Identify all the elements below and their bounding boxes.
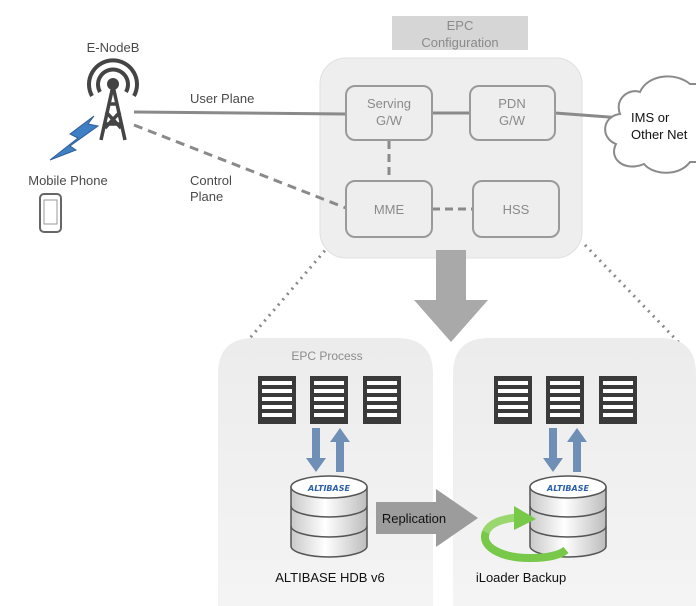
sync-arrows-icon bbox=[306, 428, 350, 472]
epc-process-title: EPC Process bbox=[291, 349, 362, 363]
pdn-label-2: G/W bbox=[499, 113, 526, 128]
pdn-label-1: PDN bbox=[498, 96, 525, 111]
control-plane-link bbox=[133, 123, 347, 210]
altibase-logo-right: ALTIBASE bbox=[546, 484, 589, 493]
server-icon bbox=[363, 376, 401, 424]
signal-bolt-icon bbox=[49, 115, 100, 161]
epc-label-line2: Configuration bbox=[421, 35, 498, 50]
altibase-hdb-caption: ALTIBASE HDB v6 bbox=[275, 570, 385, 585]
epc-label-line1: EPC bbox=[447, 18, 474, 33]
mme-label: MME bbox=[374, 202, 405, 217]
enodeb-label: E-NodeB bbox=[87, 40, 140, 55]
serving-gw-node: Serving G/W bbox=[345, 85, 433, 141]
iloader-backup-caption: iLoader Backup bbox=[476, 570, 566, 585]
dotted-line-right bbox=[583, 243, 690, 354]
pdn-gw-node: PDN G/W bbox=[469, 85, 556, 141]
altibase-logo-left: ALTIBASE bbox=[307, 484, 350, 493]
user-plane-label: User Plane bbox=[190, 91, 254, 106]
replication-label: Replication bbox=[382, 511, 446, 526]
cloud-label-2: Other Net bbox=[631, 127, 688, 142]
database-icon: ALTIBASE bbox=[529, 475, 607, 558]
server-icon bbox=[310, 376, 348, 424]
serving-label-2: G/W bbox=[376, 113, 403, 128]
server-icon bbox=[258, 376, 296, 424]
control-plane-label-1: Control bbox=[190, 173, 232, 188]
epc-configuration-label: EPC Configuration bbox=[392, 16, 528, 50]
mobile-phone-label: Mobile Phone bbox=[28, 173, 108, 188]
serving-label-1: Serving bbox=[367, 96, 411, 111]
hss-label: HSS bbox=[503, 202, 530, 217]
server-icon bbox=[546, 376, 584, 424]
mme-node: MME bbox=[345, 180, 433, 238]
cloud-label-1: IMS or bbox=[631, 110, 670, 125]
backup-loop-icon bbox=[480, 506, 569, 563]
replication-arrow: Replication bbox=[376, 489, 478, 547]
user-plane-link bbox=[133, 110, 347, 116]
mobile-phone-icon bbox=[39, 193, 62, 233]
control-plane-label-2: Plane bbox=[190, 189, 223, 204]
dotted-line-left bbox=[236, 239, 336, 353]
server-icon bbox=[494, 376, 532, 424]
down-arrow-icon bbox=[414, 250, 488, 342]
antenna-tower-icon bbox=[87, 58, 139, 141]
cloud-icon: IMS or Other Net bbox=[604, 75, 696, 174]
sync-arrows-icon bbox=[543, 428, 587, 472]
hss-node: HSS bbox=[472, 180, 560, 238]
server-icon bbox=[599, 376, 637, 424]
database-icon: ALTIBASE bbox=[290, 475, 368, 558]
